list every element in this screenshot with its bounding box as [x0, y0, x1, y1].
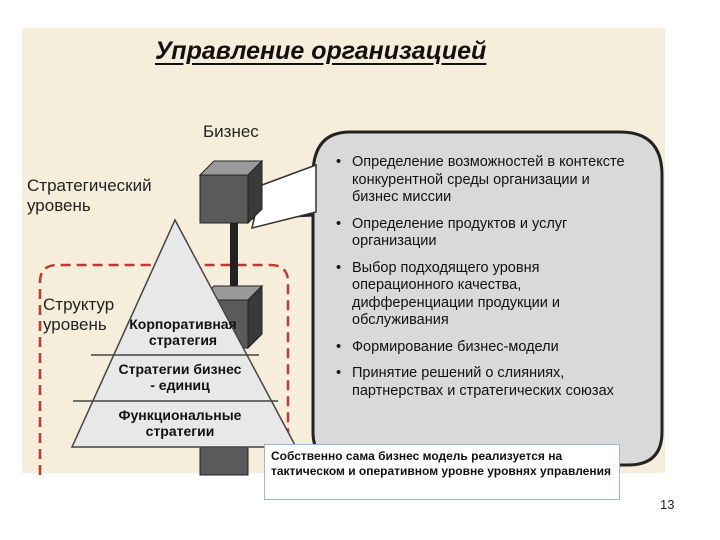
structural-label-line1: Структур [43, 295, 115, 314]
strategic-label-line2: уровень [27, 196, 91, 215]
tier-func-line2: стратегии [145, 423, 215, 439]
strategic-level-label: Стратегический уровень [27, 176, 152, 216]
tier-corporate-line1: Корпоративная [129, 316, 237, 332]
page-number: 13 [660, 497, 675, 512]
cube-bottom [199, 444, 249, 476]
pyramid-tier-functional: Функциональные стратегии [80, 407, 280, 439]
bullet-item: Определение возможностей в контексте кон… [336, 154, 636, 207]
cube-top [198, 159, 264, 225]
bullet-item: Формирование бизнес-модели [336, 339, 636, 357]
pyramid-tier-business-unit: Стратегии бизнес - единиц [95, 361, 265, 393]
tier-bu-line2: - единиц [150, 377, 210, 393]
bullet-list: Определение возможностей в контексте кон… [336, 154, 636, 409]
tier-bu-line1: Стратегии бизнес [118, 361, 242, 377]
structural-label-line2: уровень [43, 315, 107, 334]
bullet-item: Выбор подходящего уровня операционного к… [336, 260, 636, 330]
strategic-label-line1: Стратегический [27, 176, 152, 195]
page-title: Управление организацией [155, 37, 487, 65]
structural-level-label: Структур уровень [43, 295, 114, 335]
business-label: Бизнес [203, 122, 259, 141]
bullet-item: Определение продуктов и услуг организаци… [336, 216, 636, 251]
note-box: Собственно сама бизнес модель реализуетс… [264, 444, 620, 500]
tier-func-line1: Функциональные [118, 407, 242, 423]
bullet-item: Принятие решений о слияниях, партнерства… [336, 365, 636, 400]
tier-corporate-line2: стратегия [148, 332, 218, 348]
pyramid-tier-corporate: Корпоративная стратегия [103, 316, 263, 348]
pyramid [70, 218, 298, 448]
